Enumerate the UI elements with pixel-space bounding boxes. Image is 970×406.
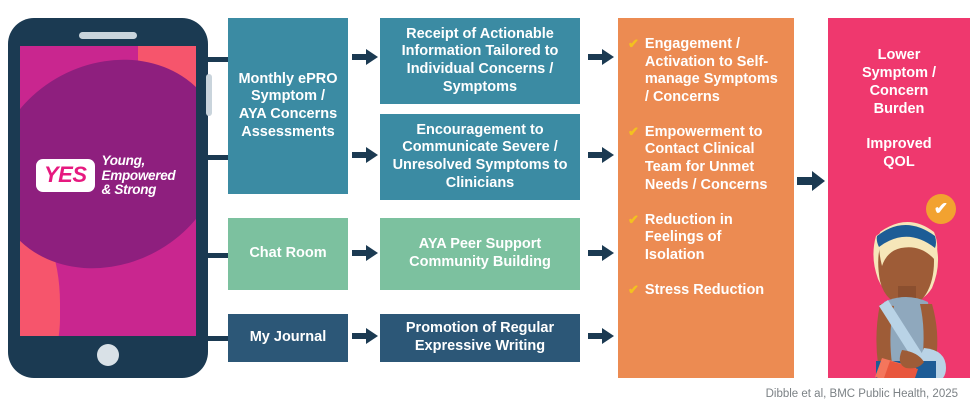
outcome-item-empowerment-contact: ✔ Empowerment to Contact Clinical Team f… (628, 124, 784, 195)
arrow-my-journal-to-expressive-writing (352, 328, 378, 344)
mechanism-box-actionable-information[interactable]: Receipt of Actionable Information Tailor… (380, 18, 580, 104)
outcomes-panel: ✔ Engagement / Activation to Self-manage… (618, 18, 794, 378)
arrow-expressive-writing-to-outcomes (588, 328, 614, 344)
logo-tagline-line2: Empowered (101, 167, 176, 183)
impact-line-lower: Lower (877, 47, 921, 63)
check-icon: ✔ (628, 36, 639, 51)
mechanism-box-expressive-writing[interactable]: Promotion of Regular Expressive Writing (380, 314, 580, 362)
impact-line-concern: Concern (869, 83, 929, 100)
connector-phone-to-my-journal (196, 336, 230, 341)
phone-home-button-icon (97, 344, 119, 366)
outcome-item-reduction-isolation: ✔ Reduction in Feelings of Isolation (628, 212, 784, 265)
impact-line-qol: QOL (883, 153, 915, 170)
impact-line-improved: Improved (866, 135, 932, 152)
mechanism-label-peer-support: AYA Peer Support Community Building (409, 236, 551, 270)
outcome-label-reduction-isolation: Reduction in Feelings of Isolation (644, 211, 733, 263)
arrow-outcomes-to-impact (797, 171, 825, 191)
check-badge-icon: ✔ (926, 194, 956, 224)
impact-text-spacer (828, 119, 970, 135)
phone-screen: YES Young, Empowered & Strong (20, 46, 196, 336)
outcome-label-stress-reduction: Stress Reduction (644, 281, 765, 298)
impact-line-burden: Burden (873, 101, 925, 118)
check-icon: ✔ (628, 281, 639, 297)
mechanism-label-encouragement-communicate: Encouragement to Communicate Severe / Un… (392, 121, 568, 191)
outcome-item-engagement-activation: ✔ Engagement / Activation to Self-manage… (628, 36, 784, 107)
phone-speaker-icon (79, 32, 137, 39)
feature-label-my-journal: My Journal (249, 329, 327, 346)
impact-text-block: Lower Symptom / Concern Burden Improved … (828, 46, 970, 171)
impact-panel: Lower Symptom / Concern Burden Improved … (828, 18, 970, 378)
check-icon: ✔ (628, 123, 639, 139)
check-icon: ✔ (628, 211, 639, 227)
feature-box-chat-room[interactable]: Chat Room (228, 218, 348, 290)
phone-mockup: YES Young, Empowered & Strong (8, 18, 212, 378)
arrow-peer-support-to-outcomes (588, 245, 614, 261)
feature-label-monthly-assessments: Monthly ePRO Symptom / AYA Concerns Asse… (238, 70, 338, 140)
feature-label-chat-room: Chat Room (249, 245, 327, 262)
connector-phone-to-assessments-top (196, 57, 230, 62)
connector-phone-to-chat-room (196, 253, 230, 258)
logo-tagline-line3: & Strong (101, 182, 157, 198)
arrow-assessments-to-actionable-info (352, 49, 378, 65)
person-illustration (873, 222, 946, 378)
arrow-actionable-info-to-outcomes (588, 49, 614, 65)
arrow-encouragement-to-outcomes (588, 147, 614, 163)
impact-line-symptom: Symptom / (861, 65, 937, 82)
outcome-item-stress-reduction: ✔ Stress Reduction (628, 282, 784, 300)
mechanism-box-encouragement-communicate[interactable]: Encouragement to Communicate Severe / Un… (380, 114, 580, 200)
feature-box-my-journal[interactable]: My Journal (228, 314, 348, 362)
feature-box-monthly-assessments[interactable]: Monthly ePRO Symptom / AYA Concerns Asse… (228, 18, 348, 194)
logo-yes-mark: YES (36, 159, 95, 193)
outcome-label-empowerment-contact: Empowerment to Contact Clinical Team for… (644, 123, 768, 193)
outcome-label-engagement-activation: Engagement / Activation to Self-manage S… (644, 36, 778, 106)
arrow-assessments-to-encouragement (352, 147, 378, 163)
arrow-chat-room-to-peer-support (352, 245, 378, 261)
mechanism-box-peer-support[interactable]: AYA Peer Support Community Building (380, 218, 580, 290)
yes-app-logo: YES Young, Empowered & Strong (36, 153, 176, 198)
logo-tagline-line1: Young, (101, 153, 146, 168)
logo-tagline: Young, Empowered & Strong (101, 153, 176, 198)
mechanism-label-actionable-information: Receipt of Actionable Information Tailor… (401, 25, 559, 95)
phone-side-button-icon (206, 74, 212, 116)
connector-phone-to-assessments-bottom (196, 155, 230, 160)
mechanism-label-expressive-writing: Promotion of Regular Expressive Writing (405, 320, 555, 354)
citation-text: Dibble et al, BMC Public Health, 2025 (765, 388, 958, 400)
